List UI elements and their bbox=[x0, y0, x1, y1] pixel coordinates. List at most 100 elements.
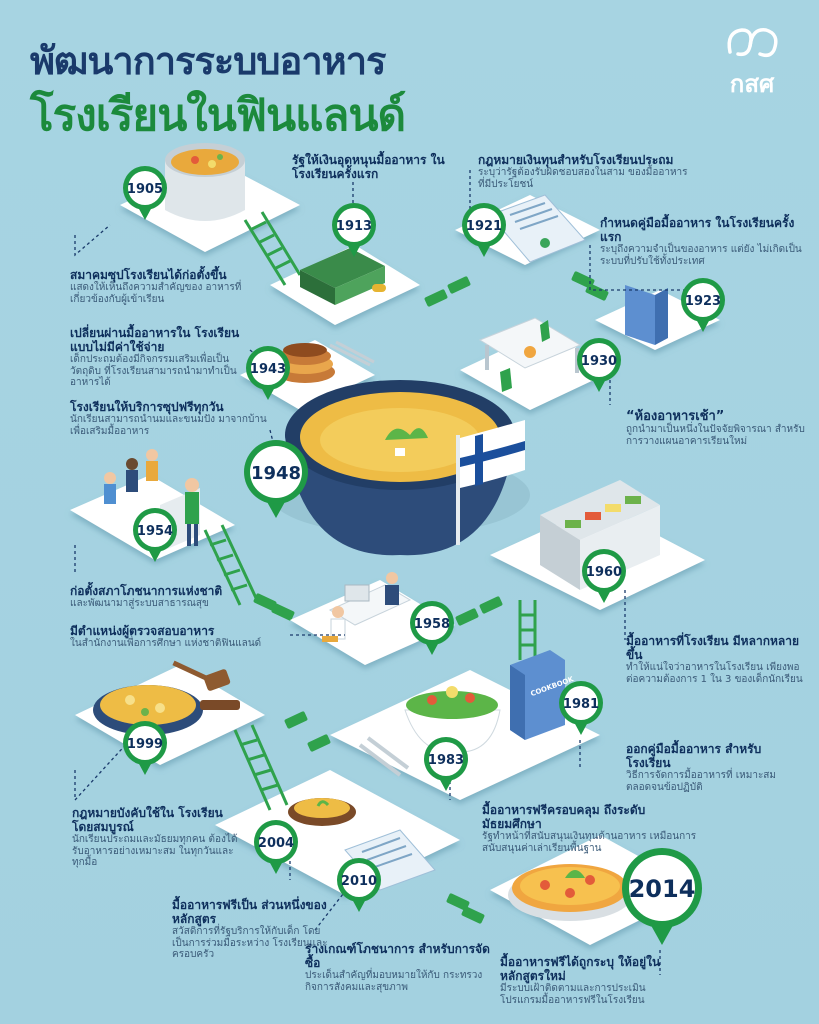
event-1960: มื้ออาหารที่โรงเรียน มีหลากหลายขึ้น ทำให… bbox=[626, 634, 806, 685]
event-heading: ออกคู่มือมื้ออาหาร สำหรับโรงเรียน bbox=[626, 742, 762, 770]
event-heading: มีตำแหน่งผู้ตรวจสอบอาหาร bbox=[70, 624, 215, 638]
pin-1960: 1960 bbox=[582, 549, 626, 603]
document-1921 bbox=[489, 194, 586, 263]
pin-1948: 1948 bbox=[244, 440, 308, 518]
pin-2004: 2004 bbox=[254, 820, 298, 874]
event-1943: เปลี่ยนผ่านมื้ออาหารใน โรงเรียนแบบไม่มีค… bbox=[70, 326, 245, 389]
soup-pot-1905 bbox=[165, 143, 245, 221]
event-heading: มื้ออาหารฟรีได้ถูกระบุ ให้อยู่ในหลักสูตร… bbox=[500, 955, 661, 983]
event-heading: กฎหมายบังคับใช้ใน โรงเรียนโดยสมบูรณ์ bbox=[72, 806, 223, 834]
event-description: ประเด็นสำคัญที่มอบหมายให้กับ กระทรวงกิจก… bbox=[305, 970, 483, 993]
event-description: ทำให้แน่ใจว่าอาหารในโรงเรียน เพียงพอต่อค… bbox=[626, 662, 803, 685]
pin-1930: 1930 bbox=[577, 338, 621, 392]
event-description: สวัสดิการที่รัฐบริการให้กับเด็ก โดยเป็นก… bbox=[172, 926, 328, 960]
pizza-2014 bbox=[508, 864, 632, 921]
event-heading: กำหนดคู่มือมื้ออาหาร ในโรงเรียนครั้งแรก bbox=[600, 216, 795, 244]
pin-1983: 1983 bbox=[424, 737, 468, 791]
year-1930: 1930 bbox=[581, 354, 617, 369]
year-1905: 1905 bbox=[127, 182, 163, 197]
event-heading: รัฐให้เงินอุดหนุนมื้ออาหาร ในโรงเรียนครั… bbox=[292, 153, 445, 181]
soup-bowl-2004 bbox=[288, 798, 356, 826]
event-1930: “ห้องอาหารเช้า” ถูกนำมาเป็นหนึ่งในปัจจัย… bbox=[626, 410, 806, 447]
event-1921: กฎหมายเงินทุนสำหรับโรงเรียนประถม ระบุว่า… bbox=[478, 153, 688, 190]
year-1954: 1954 bbox=[137, 524, 173, 539]
event-heading: กฎหมายเงินทุนสำหรับโรงเรียนประถม bbox=[478, 153, 674, 167]
year-2014: 2014 bbox=[629, 875, 696, 903]
event-heading: เปลี่ยนผ่านมื้ออาหารใน โรงเรียนแบบไม่มีค… bbox=[70, 326, 240, 354]
gavel-icon bbox=[172, 660, 240, 710]
year-1923: 1923 bbox=[685, 294, 721, 309]
event-description: วิธีการจัดการมื้ออาหารที่ เหมาะสม ตลอดจน… bbox=[626, 770, 777, 793]
pancake-stack-1943 bbox=[275, 340, 375, 383]
year-pins: 1905 1913 1921 1923 1930 1943 1948 1954 … bbox=[123, 166, 725, 945]
pin-1999: 1999 bbox=[123, 721, 167, 775]
year-1981: 1981 bbox=[563, 697, 599, 712]
event-description: ระบุว่ารัฐต้องรับผิดชอบสองในสาม ของมื้ออ… bbox=[478, 167, 688, 190]
event-description: เด็กประถมต้องมีกิจกรรมเสริมเพื่อเป็นวัตถ… bbox=[70, 354, 237, 388]
event-1913: รัฐให้เงินอุดหนุนมื้ออาหาร ในโรงเรียนครั… bbox=[292, 153, 462, 181]
pin-1921: 1921 bbox=[462, 203, 506, 257]
page-title-line2: โรงเรียนในฟินแลนด์ bbox=[30, 90, 406, 141]
tile-1958 bbox=[290, 580, 455, 665]
event-description: ในสำนักงานเพื่อการศึกษา แห่งชาติฟินแลนด์ bbox=[70, 638, 262, 649]
pin-1905: 1905 bbox=[123, 166, 167, 220]
pin-1913: 1913 bbox=[332, 203, 376, 257]
event-heading: ร่างเกณฑ์โภชนาการ สำหรับการจัดซื้อ bbox=[305, 942, 490, 970]
logo: กสศ bbox=[717, 22, 787, 103]
year-2010: 2010 bbox=[341, 874, 377, 889]
event-description: และพัฒนามาสู่ระบบสาธารณสุข bbox=[70, 598, 209, 609]
casserole-1999 bbox=[93, 685, 203, 735]
logo-mark-icon bbox=[727, 28, 778, 58]
year-1983: 1983 bbox=[428, 753, 464, 768]
path-dashes bbox=[253, 271, 609, 924]
logo-text: กสศ bbox=[729, 70, 775, 98]
page-title-line1: พัฒนาการระบบอาหาร bbox=[30, 39, 386, 83]
event-heading: ก่อตั้งสภาโภชนาการแห่งชาติ bbox=[70, 584, 223, 598]
year-1921: 1921 bbox=[466, 219, 502, 234]
pin-2010: 2010 bbox=[337, 858, 381, 912]
pin-2014: 2014 bbox=[622, 848, 702, 945]
year-2004: 2004 bbox=[258, 836, 294, 851]
manual-book-1923 bbox=[625, 285, 668, 345]
year-1948: 1948 bbox=[251, 463, 301, 484]
pin-1943: 1943 bbox=[246, 346, 290, 400]
event-1999: กฎหมายบังคับใช้ใน โรงเรียนโดยสมบูรณ์ นัก… bbox=[72, 806, 242, 869]
year-1943: 1943 bbox=[250, 362, 286, 377]
event-description: แสดงให้เห็นถึงความสำคัญของ อาหารที่เกี่ย… bbox=[70, 282, 242, 305]
pin-1923: 1923 bbox=[681, 278, 725, 332]
money-stack-1913 bbox=[300, 248, 386, 305]
leader-lines bbox=[74, 170, 700, 975]
event-2010: ร่างเกณฑ์โภชนาการ สำหรับการจัดซื้อ ประเด… bbox=[305, 942, 490, 993]
pin-1958: 1958 bbox=[410, 601, 454, 655]
event-2004: มื้ออาหารฟรีเป็น ส่วนหนึ่งของหลักสูตร สว… bbox=[172, 898, 352, 961]
event-heading: “ห้องอาหารเช้า” bbox=[626, 409, 725, 424]
year-1913: 1913 bbox=[336, 219, 372, 234]
pin-1981: 1981 bbox=[559, 681, 603, 735]
event-heading: สมาคมซุปโรงเรียนได้ก่อตั้งขึ้น bbox=[70, 268, 227, 282]
event-1983: มื้ออาหารฟรีครอบคลุม ถึงระดับมัธยมศึกษา … bbox=[482, 803, 702, 854]
event-1981: ออกคู่มือมื้ออาหาร สำหรับโรงเรียน วิธีกา… bbox=[626, 742, 801, 793]
event-description: ถูกนำมาเป็นหนึ่งในปัจจัยพิจารณา สำหรับกา… bbox=[626, 424, 805, 447]
event-heading: มื้ออาหารฟรีเป็น ส่วนหนึ่งของหลักสูตร bbox=[172, 898, 327, 926]
year-1960: 1960 bbox=[586, 565, 622, 580]
ladders bbox=[203, 211, 537, 811]
finnish-flag bbox=[456, 420, 525, 545]
event-heading: โรงเรียนให้บริการซุปฟรีทุกวัน bbox=[70, 400, 224, 414]
inspector-desk-1958 bbox=[322, 572, 412, 642]
event-1923: กำหนดคู่มือมื้ออาหาร ในโรงเรียนครั้งแรก … bbox=[600, 216, 805, 267]
year-1958: 1958 bbox=[414, 617, 450, 632]
event-description: มีระบบเฝ้าติดตามและการประเมิน โปรแกรมมื้… bbox=[500, 983, 646, 1006]
event-description: รัฐทำหน้าที่สนับสนุนเงินทุนด้านอาหาร เหม… bbox=[482, 831, 697, 854]
salad-bowl-1983 bbox=[358, 686, 501, 777]
event-1948: โรงเรียนให้บริการซุปฟรีทุกวัน นักเรียนสา… bbox=[70, 400, 275, 437]
event-1958: มีตำแหน่งผู้ตรวจสอบอาหาร ในสำนักงานเพื่อ… bbox=[70, 624, 270, 650]
year-1999: 1999 bbox=[127, 737, 163, 752]
event-1905: สมาคมซุปโรงเรียนได้ก่อตั้งขึ้น แสดงให้เห… bbox=[70, 268, 260, 305]
event-description: ระบุถึงความจำเป็นของอาหาร แต่ยัง ไม่เกิด… bbox=[600, 244, 802, 267]
dining-table-1930 bbox=[478, 317, 582, 392]
event-1954: ก่อตั้งสภาโภชนาการแห่งชาติ และพัฒนามาสู่… bbox=[70, 584, 250, 610]
pin-1954: 1954 bbox=[133, 508, 177, 562]
event-description: นักเรียนประถมและมัธยมทุกคน ต้องได้รับอาห… bbox=[72, 834, 238, 868]
